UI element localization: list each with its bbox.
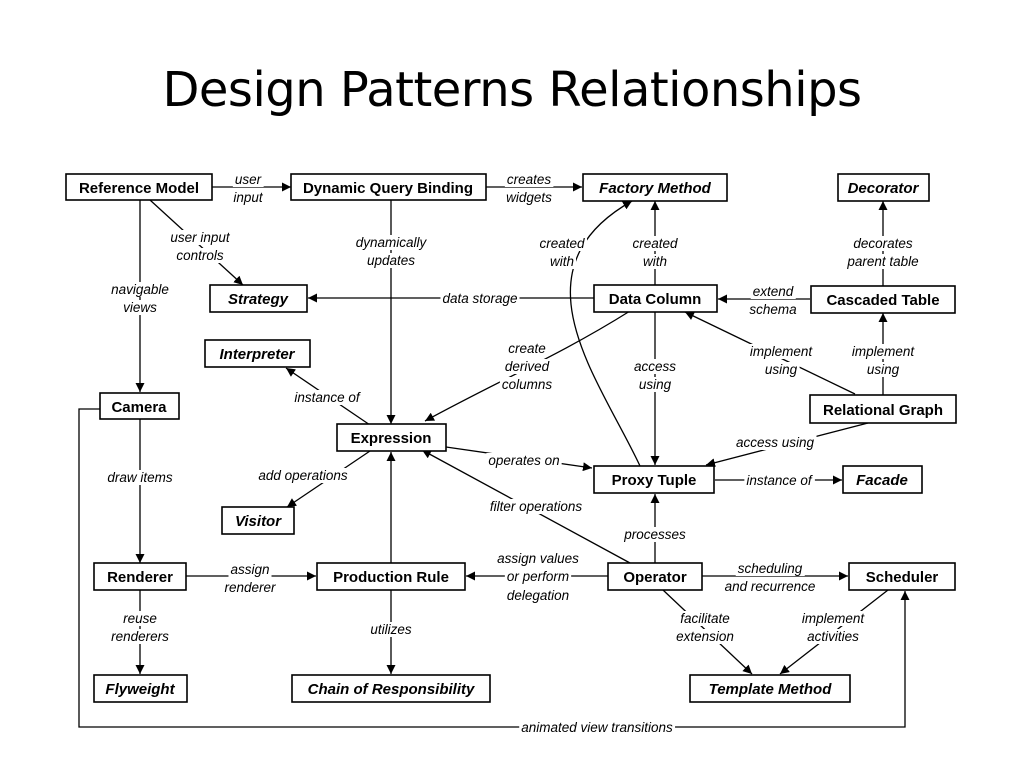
node-reference-model: Reference Model <box>65 173 213 201</box>
node-decorator: Decorator <box>837 173 930 202</box>
label-draw-items: draw items <box>107 470 173 485</box>
edge-camera-scheduler-transitions <box>78 408 910 728</box>
svg-text:Proxy Tuple: Proxy Tuple <box>612 472 697 489</box>
node-factory-method: Factory Method <box>582 173 728 202</box>
label-operates-on: operates on <box>488 453 559 468</box>
node-data-column: Data Column <box>593 284 718 313</box>
svg-text:Production Rule: Production Rule <box>333 569 449 586</box>
label-add-operations: add operations <box>258 468 348 483</box>
label-filter-operations: filter operations <box>490 499 583 514</box>
svg-text:Renderer: Renderer <box>107 569 173 586</box>
svg-text:Expression: Expression <box>351 430 432 447</box>
svg-text:Operator: Operator <box>623 569 687 586</box>
node-interpreter: Interpreter <box>204 339 311 368</box>
page-title: Design Patterns Relationships <box>162 62 862 118</box>
node-strategy: Strategy <box>209 284 308 313</box>
svg-text:Reference Model: Reference Model <box>79 180 199 197</box>
node-production-rule: Production Rule <box>316 562 466 591</box>
svg-text:Visitor: Visitor <box>235 513 282 530</box>
svg-text:Relational Graph: Relational Graph <box>823 402 943 419</box>
node-visitor: Visitor <box>221 506 295 535</box>
label-processes: processes <box>623 527 686 542</box>
edge-proxytuple-factory-curve <box>569 200 641 467</box>
svg-text:Scheduler: Scheduler <box>866 569 939 586</box>
svg-text:Flyweight: Flyweight <box>105 681 175 698</box>
node-relational-graph: Relational Graph <box>809 394 957 424</box>
label-utilizes: utilizes <box>370 622 412 637</box>
svg-text:Decorator: Decorator <box>848 180 920 197</box>
svg-text:Cascaded Table: Cascaded Table <box>826 292 939 309</box>
node-proxy-tuple: Proxy Tuple <box>593 465 715 494</box>
label-instance-of-1: instance of <box>294 390 361 405</box>
node-cascaded-table: Cascaded Table <box>810 285 956 314</box>
svg-text:Strategy: Strategy <box>228 291 289 308</box>
svg-text:Chain of Responsibility: Chain of Responsibility <box>308 681 475 698</box>
svg-text:Template Method: Template Method <box>709 681 833 698</box>
node-flyweight: Flyweight <box>93 674 188 703</box>
node-scheduler: Scheduler <box>848 562 956 591</box>
label-animated-view-transitions: animated view transitions <box>521 720 673 735</box>
svg-text:Data Column: Data Column <box>609 291 702 308</box>
node-template-method: Template Method <box>689 674 851 703</box>
svg-text:Interpreter: Interpreter <box>219 346 295 363</box>
node-operator: Operator <box>607 562 703 591</box>
node-expression: Expression <box>336 423 447 452</box>
svg-text:Dynamic Query Binding: Dynamic Query Binding <box>303 180 473 197</box>
label-instance-of-2: instance of <box>746 473 813 488</box>
label-access-using-2: access using <box>736 435 815 450</box>
node-dynamic-query-binding: Dynamic Query Binding <box>290 173 487 201</box>
label-data-storage: data storage <box>442 291 517 306</box>
svg-text:Factory Method: Factory Method <box>599 180 712 197</box>
node-chain-of-responsibility: Chain of Responsibility <box>291 674 491 703</box>
node-facade: Facade <box>842 465 923 494</box>
svg-text:Camera: Camera <box>111 399 167 416</box>
svg-text:Facade: Facade <box>856 472 908 489</box>
node-camera: Camera <box>99 392 180 420</box>
node-renderer: Renderer <box>93 562 187 591</box>
